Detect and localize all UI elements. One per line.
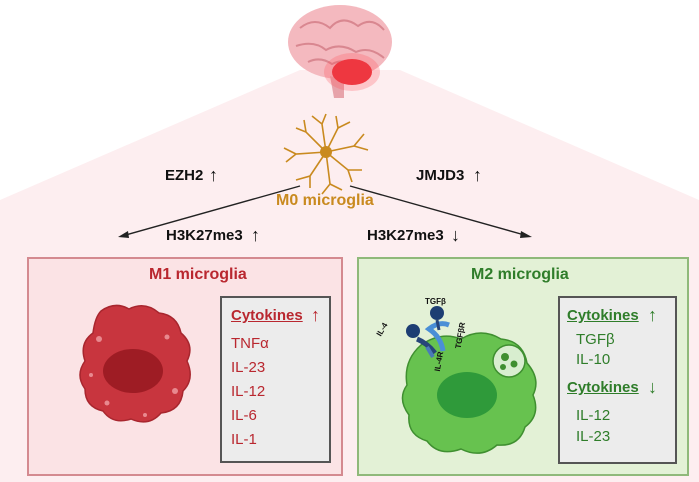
arrow-to-m2 — [349, 185, 529, 237]
m0-microglia-illustration — [283, 113, 369, 195]
m1-title: M1 microglia — [149, 266, 247, 283]
m2-cytokine-down-item: IL-23 — [576, 428, 611, 445]
m2-cytokine-up-item: IL-10 — [576, 351, 611, 368]
ezh2-up-arrow: ↑ — [209, 165, 218, 185]
jmjd3-up-arrow: ↑ — [473, 165, 482, 185]
m2-cytokines-box: Cytokines ↑ TGFβ IL-10 Cytokines ↓ IL-12… — [558, 296, 677, 464]
m2-cytokines-down-arrow: ↓ — [648, 377, 657, 397]
m0-microglia-label: M0 microglia — [276, 192, 374, 209]
jmjd3-label: JMJD3 — [416, 167, 465, 184]
m1-cytokine-item: IL-6 — [231, 407, 257, 424]
m1-cytokines-up-arrow: ↑ — [311, 305, 320, 325]
m1-cytokine-item: IL-1 — [231, 431, 257, 448]
m2-cytokines-down-heading: Cytokines — [567, 379, 639, 396]
tgfb-label: TGFβ — [425, 297, 446, 306]
h3k27me3-right-label: H3K27me3 — [367, 227, 444, 244]
m2-cell-illustration — [401, 306, 537, 454]
m2-microglia-panel: M2 microglia IL-4 TGFβ TGFβR IL-4R Cytok… — [357, 257, 689, 476]
m2-cytokines-up-heading: Cytokines — [567, 307, 639, 324]
m1-cytokine-item: TNFα — [231, 335, 269, 352]
h3k27me3-right-down-arrow: ↓ — [451, 225, 460, 245]
brain-illustration — [288, 5, 392, 98]
h3k27me3-left-up-arrow: ↑ — [251, 225, 260, 245]
m1-cytokines-box: Cytokines ↑ TNFα IL-23 IL-12 IL-6 IL-1 — [220, 296, 331, 463]
m2-cytokine-up-item: TGFβ — [576, 331, 615, 348]
ezh2-label: EZH2 — [165, 167, 204, 184]
m1-cytokine-item: IL-23 — [231, 359, 266, 376]
h3k27me3-left-label: H3K27me3 — [166, 227, 243, 244]
m1-cytokines-heading: Cytokines — [231, 307, 303, 324]
arrow-to-m1 — [121, 185, 301, 237]
m2-cytokines-up-arrow: ↑ — [648, 305, 657, 325]
m1-cell-illustration — [79, 304, 191, 423]
m2-title: M2 microglia — [471, 266, 569, 283]
m1-microglia-panel: M1 microglia Cytokines ↑ TNFα IL-23 IL-1… — [27, 257, 343, 476]
m1-cytokine-item: IL-12 — [231, 383, 266, 400]
m2-cytokine-down-item: IL-12 — [576, 407, 611, 424]
